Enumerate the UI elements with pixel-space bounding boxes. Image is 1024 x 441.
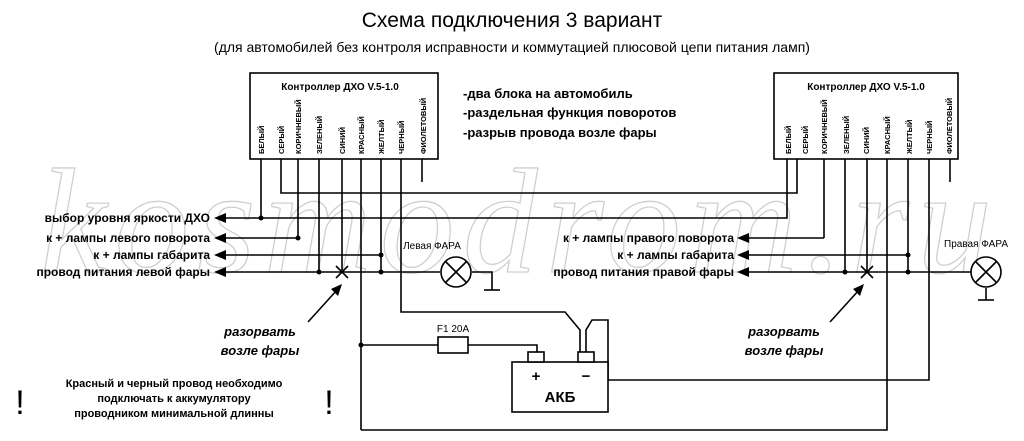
- right-break-note-line2: возле фары: [745, 343, 824, 358]
- left-arrows: [214, 213, 749, 277]
- left-wire-label: СИНИЙ: [338, 127, 347, 154]
- left-label: провод питания левой фары: [36, 265, 210, 279]
- right-lamp-icon: [970, 256, 1002, 288]
- feature-list: -два блока на автомобиль -раздельная фун…: [463, 86, 676, 140]
- feature-item: -разрыв провода возле фары: [463, 125, 657, 140]
- left-wire-label: ЗЕЛЕНЫЙ: [315, 116, 324, 154]
- feature-item: -два блока на автомобиль: [463, 86, 633, 101]
- wires: [222, 159, 994, 431]
- left-wire-label: БЕЛЫЙ: [257, 126, 266, 154]
- right-label: провод питания правой фары: [553, 265, 734, 279]
- battery-plus: +: [532, 368, 541, 385]
- right-label: к + лампы правого поворота: [563, 231, 734, 245]
- left-wire-label: СЕРЫЙ: [277, 126, 286, 154]
- right-break-note-line1: разорвать: [747, 324, 820, 339]
- left-lamp-label: Левая ФАРА: [403, 241, 461, 252]
- left-label: выбор уровня яркости ДХО: [45, 211, 210, 225]
- break-pointers: [307, 284, 864, 323]
- warning-mark-left: !: [15, 384, 24, 422]
- left-break-mark: [335, 265, 349, 279]
- left-wire-label: ФИОЛЕТОВЫЙ: [419, 98, 428, 154]
- fuse-label: F1 20A: [437, 324, 470, 335]
- right-wire-label: ФИОЛЕТОВЫЙ: [945, 98, 954, 154]
- page-title: Схема подключения 3 вариант: [362, 9, 663, 32]
- left-wire-label: КОРИЧНЕВЫЙ: [294, 99, 303, 154]
- battery-minus: −: [582, 368, 591, 385]
- page-subtitle: (для автомобилей без контроля исправност…: [214, 39, 810, 55]
- right-wire-label: БЕЛЫЙ: [784, 126, 793, 154]
- right-wire-label: СИНИЙ: [862, 127, 871, 154]
- right-wire-label: ЖЕЛТЫЙ: [905, 120, 914, 155]
- right-wire-label: ЗЕЛЕНЫЙ: [842, 116, 851, 154]
- battery-icon: [511, 351, 609, 413]
- right-controller: Контроллер ДХО V.5-1.0 БЕЛЫЙ СЕРЫЙ КОРИЧ…: [773, 72, 959, 160]
- left-controller: Контроллер ДХО V.5-1.0 БЕЛЫЙ СЕРЫЙ КОРИЧ…: [249, 72, 439, 160]
- fuse-icon: [437, 336, 469, 354]
- feature-item: -раздельная функция поворотов: [463, 105, 676, 120]
- right-break-mark: [860, 265, 874, 279]
- battery-label: АКБ: [545, 389, 576, 406]
- warning-line: подключать к аккумулятору: [97, 393, 251, 405]
- right-break-note: разорвать возле фары: [745, 324, 824, 358]
- left-label: к + лампы габарита: [93, 248, 210, 262]
- right-wire-label: КОРИЧНЕВЫЙ: [820, 99, 829, 154]
- right-wire-label: КРАСНЫЙ: [883, 116, 892, 154]
- left-break-note: разорвать возле фары: [221, 324, 300, 358]
- left-wire-label: ЧЕРНЫЙ: [397, 121, 406, 154]
- right-wire-label: СЕРЫЙ: [801, 126, 810, 154]
- left-labels: выбор уровня яркости ДХО к + лампы левог…: [36, 211, 210, 279]
- junctions: [258, 215, 911, 348]
- left-break-note-line1: разорвать: [223, 324, 296, 339]
- left-wire-label: ЖЕЛТЫЙ: [377, 120, 386, 155]
- warning-line: Красный и черный провод необходимо: [66, 378, 283, 390]
- right-controller-title: Контроллер ДХО V.5-1.0: [807, 82, 925, 93]
- left-break-note-line2: возле фары: [221, 343, 300, 358]
- warning-note: ! ! Красный и черный провод необходимо п…: [15, 378, 333, 422]
- left-label: к + лампы левого поворота: [46, 231, 210, 245]
- warning-mark-right: !: [324, 384, 333, 422]
- left-controller-title: Контроллер ДХО V.5-1.0: [281, 82, 399, 93]
- right-labels: к + лампы правого поворота к + лампы габ…: [553, 231, 734, 279]
- right-lamp-label: Правая ФАРА: [944, 239, 1008, 250]
- right-label: к + лампы габарита: [617, 248, 734, 262]
- left-wire-label: КРАСНЫЙ: [357, 116, 366, 154]
- watermark: kosmodrom.ru: [40, 139, 1000, 305]
- right-wire-label: ЧЕРНЫЙ: [925, 121, 934, 154]
- warning-line: проводником минимальной длинны: [74, 408, 274, 420]
- left-lamp-icon: [440, 256, 472, 288]
